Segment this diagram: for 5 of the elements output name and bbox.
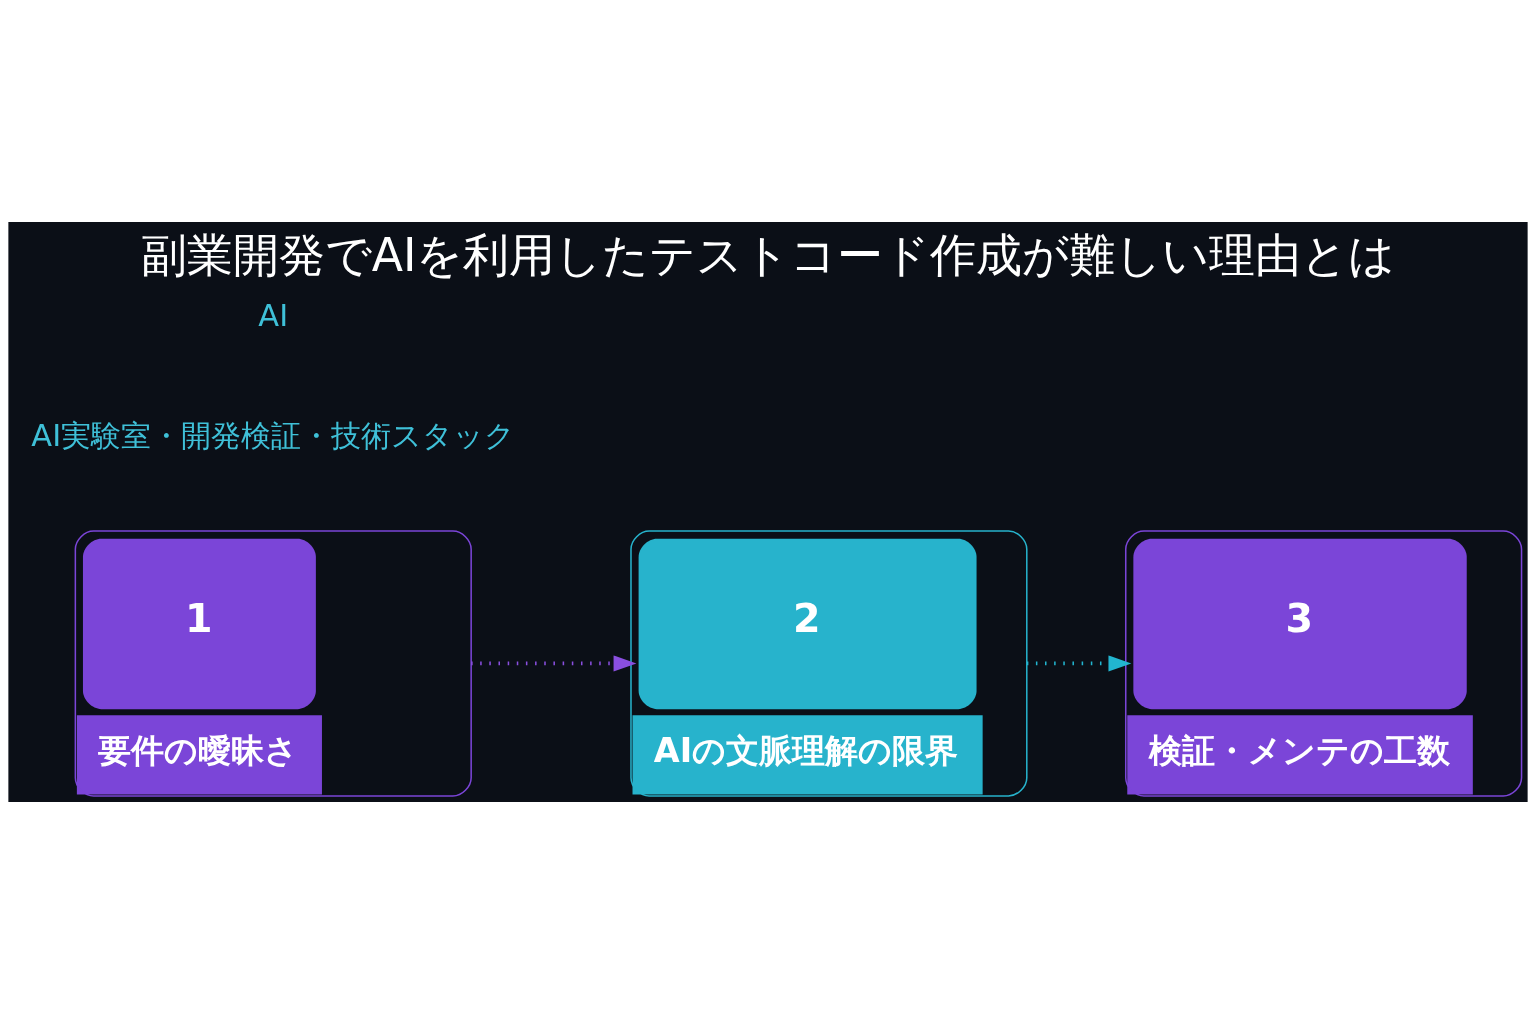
arrow (1026, 655, 1132, 672)
label: AI (258, 297, 289, 333)
label: AI実験室・開発検証・技術スタック (31, 417, 516, 453)
diagram-title: 副業開発でAIを利用したテストコード作成が難しい理由とは (140, 228, 1396, 282)
arrow (471, 655, 637, 672)
